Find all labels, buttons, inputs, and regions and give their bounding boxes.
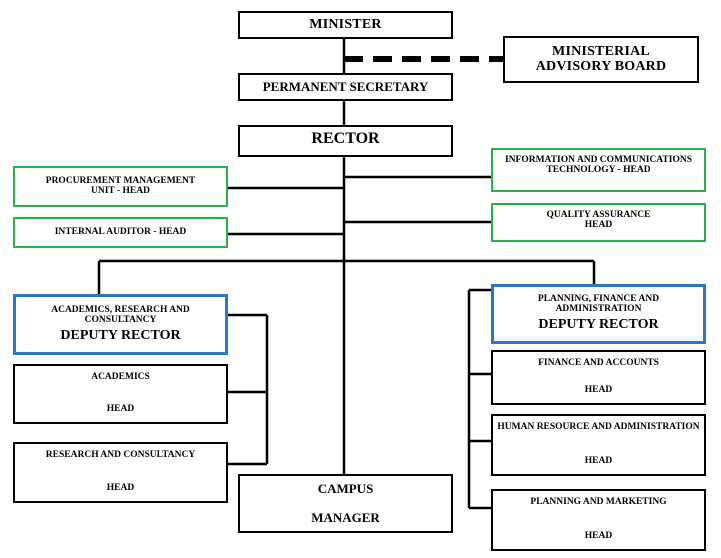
advisory-board-box: MINISTERIAL ADVISORY BOARD xyxy=(503,36,699,83)
campus-role: MANAGER xyxy=(311,510,380,526)
quality-assurance-title: QUALITY ASSURANCE xyxy=(546,210,651,220)
academics-title: ACADEMICS xyxy=(91,372,150,382)
quality-assurance-head: HEAD xyxy=(584,219,613,230)
deputy-academics-role: DEPUTY RECTOR xyxy=(60,327,181,343)
procurement-box: PROCUREMENT MANAGEMENT UNIT - HEAD xyxy=(13,166,228,207)
research-head: HEAD xyxy=(106,483,135,494)
minister-label: MINISTER xyxy=(309,16,382,32)
finance-accounts-box: FINANCE AND ACCOUNTS HEAD xyxy=(491,350,706,405)
procurement-label: PROCUREMENT MANAGEMENT UNIT - HEAD xyxy=(45,175,196,196)
internal-auditor-box: INTERNAL AUDITOR - HEAD xyxy=(13,217,228,248)
finance-title: FINANCE AND ACCOUNTS xyxy=(538,358,659,368)
planning-marketing-head: HEAD xyxy=(584,531,613,542)
planning-marketing-box: PLANNING AND MARKETING HEAD xyxy=(491,489,706,551)
academics-box: ACADEMICS HEAD xyxy=(13,364,228,424)
internal-auditor-label: INTERNAL AUDITOR - HEAD xyxy=(54,226,187,237)
rector-label: RECTOR xyxy=(311,130,380,147)
rector-box: RECTOR xyxy=(238,125,453,157)
permanent-secretary-label: PERMANENT SECRETARY xyxy=(262,79,429,95)
deputy-planning-title: PLANNING, FINANCE AND ADMINISTRATION xyxy=(537,294,660,315)
ict-label: INFORMATION AND COMMUNICATIONS TECHNOLOG… xyxy=(504,155,692,175)
planning-marketing-title: PLANNING AND MARKETING xyxy=(530,497,667,507)
ict-box: INFORMATION AND COMMUNICATIONS TECHNOLOG… xyxy=(491,148,706,192)
deputy-rector-planning-box: PLANNING, FINANCE AND ADMINISTRATION DEP… xyxy=(491,284,706,344)
campus-title: CAMPUS xyxy=(317,481,374,496)
campus-manager-box: CAMPUS MANAGER xyxy=(238,474,453,533)
academics-head: HEAD xyxy=(106,404,135,415)
deputy-rector-academics-box: ACADEMICS, RESEARCH AND CONSULTANCY DEPU… xyxy=(13,294,228,355)
deputy-planning-role: DEPUTY RECTOR xyxy=(538,317,659,333)
deputy-academics-title: ACADEMICS, RESEARCH AND CONSULTANCY xyxy=(51,304,190,325)
hr-head: HEAD xyxy=(584,456,613,467)
human-resource-box: HUMAN RESOURCE AND ADMINISTRATION HEAD xyxy=(491,414,706,476)
permanent-secretary-box: PERMANENT SECRETARY xyxy=(238,73,453,101)
quality-assurance-box: QUALITY ASSURANCE HEAD xyxy=(491,203,706,242)
research-consultancy-box: RESEARCH AND CONSULTANCY HEAD xyxy=(13,442,228,503)
advisory-board-label: MINISTERIAL ADVISORY BOARD xyxy=(535,43,667,74)
hr-title: HUMAN RESOURCE AND ADMINISTRATION xyxy=(497,422,700,432)
minister-box: MINISTER xyxy=(238,11,453,39)
research-title: RESEARCH AND CONSULTANCY xyxy=(45,450,196,460)
finance-head: HEAD xyxy=(584,385,613,396)
